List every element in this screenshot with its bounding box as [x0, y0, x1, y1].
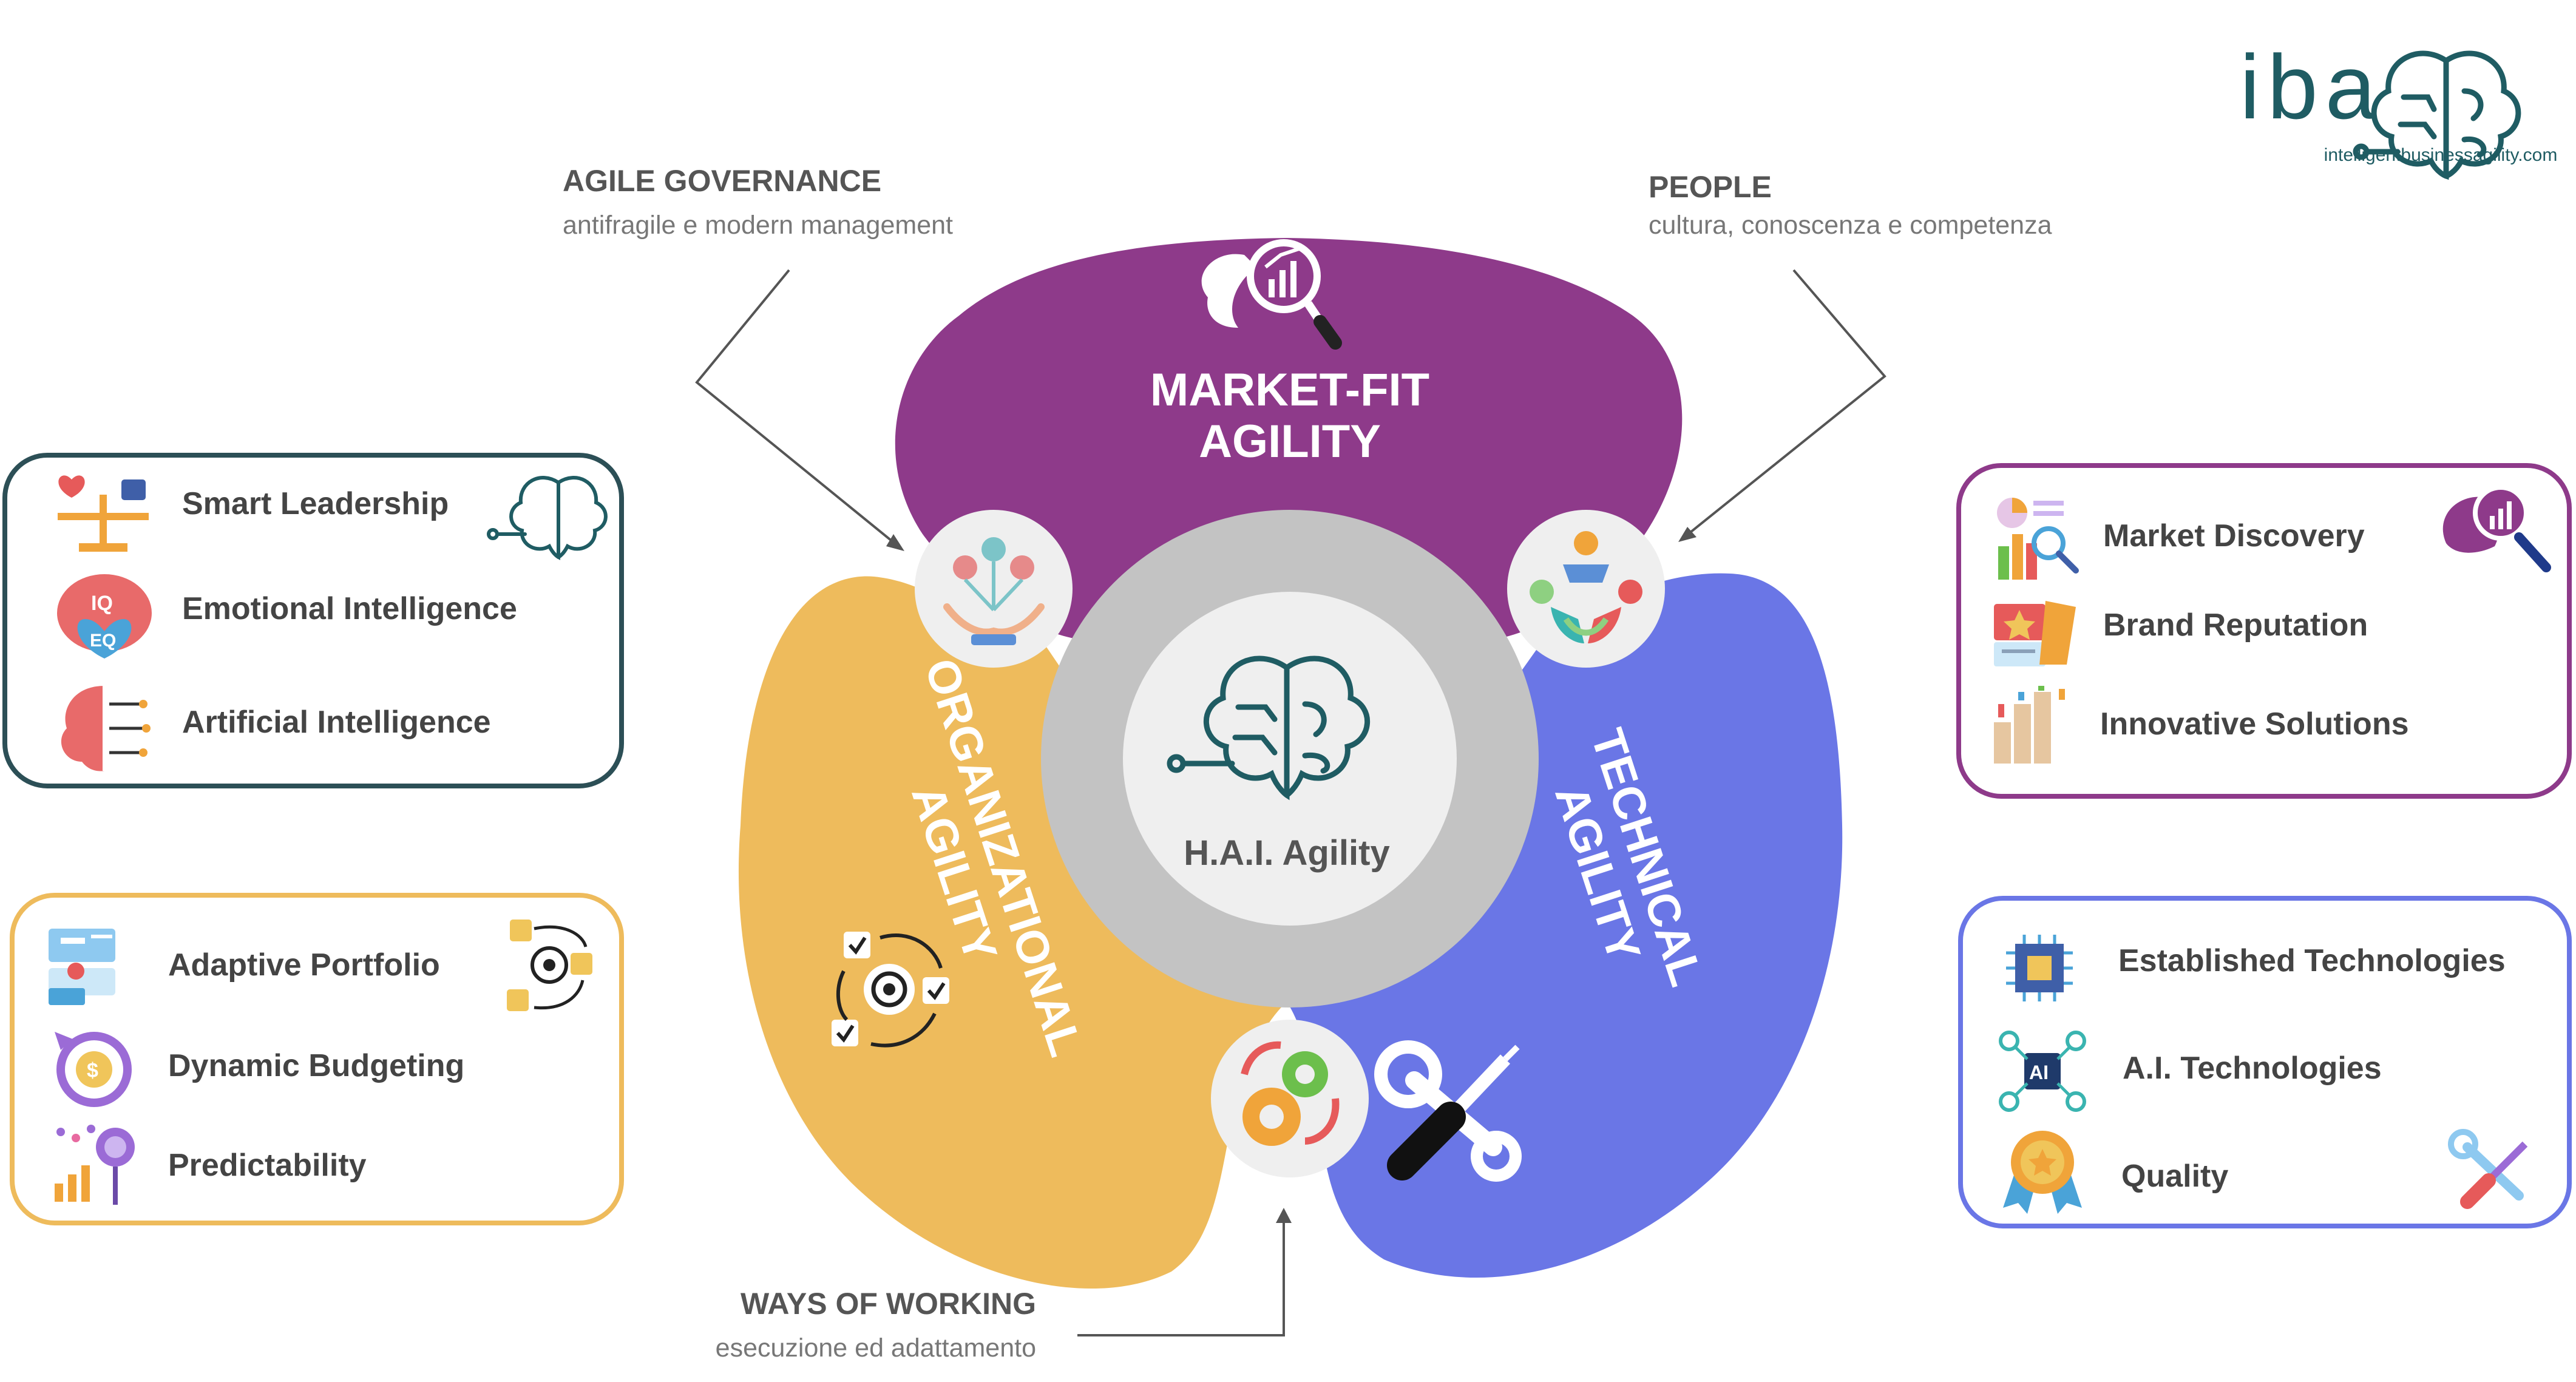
svg-text:Smart Leadership: Smart Leadership: [182, 486, 449, 521]
budget-cycle-icon: $: [55, 1032, 132, 1107]
leadership-box: Smart Leadership IQ EQ Emotional Intelli…: [2, 453, 624, 788]
technology-item-1[interactable]: Established Technologies: [2006, 935, 2506, 1001]
people-arrowhead: [1678, 527, 1696, 542]
svg-text:EQ: EQ: [90, 631, 116, 651]
iq-eq-brain-icon: IQ EQ: [57, 574, 152, 659]
market-fit-agility-petal: [895, 238, 1683, 643]
svg-text:Established Technologies: Established Technologies: [2118, 943, 2506, 978]
svg-text:Artificial Intelligence: Artificial Intelligence: [182, 705, 491, 740]
agile-governance-label: AGILE GOVERNANCE antifragile e modern ma…: [563, 164, 953, 240]
center-disc: [1123, 592, 1457, 926]
portfolio-item-1[interactable]: Adaptive Portfolio: [49, 929, 440, 1005]
svg-text:IQ: IQ: [91, 592, 113, 615]
leadership-item-1[interactable]: Smart Leadership: [58, 475, 449, 552]
svg-text:PEOPLE: PEOPLE: [1649, 170, 1772, 204]
brain-circuit-icon: [1167, 655, 1370, 801]
svg-text:esecuzione ed adattamento: esecuzione ed adattamento: [716, 1333, 1036, 1363]
brand-star-icon: [1994, 601, 2076, 666]
innovation-chart-icon: [1994, 686, 2065, 764]
portfolio-box: Adaptive Portfolio $ Dynamic Budgeting: [10, 893, 624, 1225]
ways-of-working-arrow: [1077, 1217, 1285, 1336]
market-box-icon: [2442, 485, 2551, 572]
svg-text:Predictability: Predictability: [168, 1148, 367, 1183]
technology-box: Established Technologies AI A.I. Technol…: [1958, 896, 2572, 1228]
workflow-cycle-icon: [832, 932, 949, 1048]
portfolio-item-3[interactable]: Predictability: [55, 1125, 367, 1205]
portfolio-cycle-icon: [507, 920, 592, 1011]
market-item-1[interactable]: Market Discovery: [1997, 498, 2365, 580]
ai-chip-icon: AI: [1999, 1031, 2086, 1112]
governance-hands-icon: [943, 537, 1045, 645]
svg-text:Market Discovery: Market Discovery: [2103, 518, 2365, 554]
organizational-agility-petal: [738, 576, 1287, 1289]
people-label: PEOPLE cultura, conoscenza e competenza: [1649, 170, 2052, 240]
gears-cycle-icon: [1241, 1041, 1340, 1146]
agile-governance-node[interactable]: [915, 510, 1073, 668]
people-arrow: [1683, 269, 1886, 538]
svg-text:MARKET-FIT: MARKET-FIT: [1150, 364, 1429, 416]
svg-text:Brand Reputation: Brand Reputation: [2103, 608, 2368, 643]
leadership-brain-icon: [487, 476, 608, 560]
chip-icon: [2006, 935, 2073, 1001]
market-item-2[interactable]: Brand Reputation: [1994, 601, 2368, 666]
svg-text:antifragile e modern managemen: antifragile e modern management: [563, 211, 953, 240]
market-analysis-icon: [1201, 239, 1342, 350]
team-circle-icon: [1530, 531, 1642, 643]
logo[interactable]: iba intelligentbusinessagility.com: [2240, 36, 2558, 180]
svg-text:A.I. Technologies: A.I. Technologies: [2123, 1051, 2382, 1086]
leadership-item-2[interactable]: IQ EQ Emotional Intelligence: [57, 574, 517, 659]
market-item-3[interactable]: Innovative Solutions: [1994, 686, 2409, 764]
logo-brain-icon: [2353, 50, 2521, 180]
technology-item-3[interactable]: Quality: [2003, 1131, 2228, 1214]
svg-text:Quality: Quality: [2121, 1159, 2228, 1194]
svg-text:AI: AI: [2029, 1062, 2049, 1083]
quality-badge-icon: [2003, 1131, 2082, 1214]
leadership-item-3[interactable]: Artificial Intelligence: [61, 686, 491, 771]
ai-brain-icon: [61, 686, 151, 771]
tools-icon: [2448, 1129, 2528, 1209]
agile-governance-arrow: [695, 269, 900, 547]
svg-text:Innovative Solutions: Innovative Solutions: [2100, 706, 2409, 742]
svg-text:Adaptive Portfolio: Adaptive Portfolio: [168, 947, 440, 983]
wrench-screwdriver-icon: [1374, 1040, 1522, 1182]
ways-of-working-arrowhead: [1276, 1208, 1292, 1223]
svg-text:$: $: [87, 1059, 98, 1082]
portfolio-item-2[interactable]: $ Dynamic Budgeting: [55, 1032, 464, 1107]
svg-text:AGILE GOVERNANCE: AGILE GOVERNANCE: [563, 164, 881, 198]
market-fit-title: MARKET-FIT AGILITY: [1150, 364, 1429, 467]
people-node[interactable]: [1507, 510, 1665, 668]
technology-item-2[interactable]: AI A.I. Technologies: [1999, 1031, 2382, 1112]
logo-url: intelligentbusinessagility.com: [2324, 145, 2558, 165]
balance-scale-icon: [58, 475, 149, 552]
agile-governance-arrowhead: [886, 534, 904, 551]
center-label: H.A.I. Agility: [1184, 833, 1389, 873]
svg-text:cultura, conoscenza e competen: cultura, conoscenza e competenza: [1649, 211, 2052, 240]
logo-wordmark: iba: [2240, 36, 2383, 138]
forecast-chart-icon: [55, 1125, 135, 1205]
market-box: Market Discovery Brand Reputation: [1956, 463, 2572, 799]
portfolio-board-icon: [49, 929, 115, 1005]
svg-text:WAYS OF WORKING: WAYS OF WORKING: [741, 1287, 1036, 1321]
svg-text:Emotional Intelligence: Emotional Intelligence: [182, 591, 517, 626]
ways-of-working-label: WAYS OF WORKING esecuzione ed adattament…: [716, 1287, 1036, 1363]
ways-of-working-node[interactable]: [1211, 1020, 1369, 1177]
svg-text:Dynamic Budgeting: Dynamic Budgeting: [168, 1048, 464, 1083]
svg-text:AGILITY: AGILITY: [1199, 416, 1381, 467]
market-chart-icon: [1997, 498, 2079, 580]
